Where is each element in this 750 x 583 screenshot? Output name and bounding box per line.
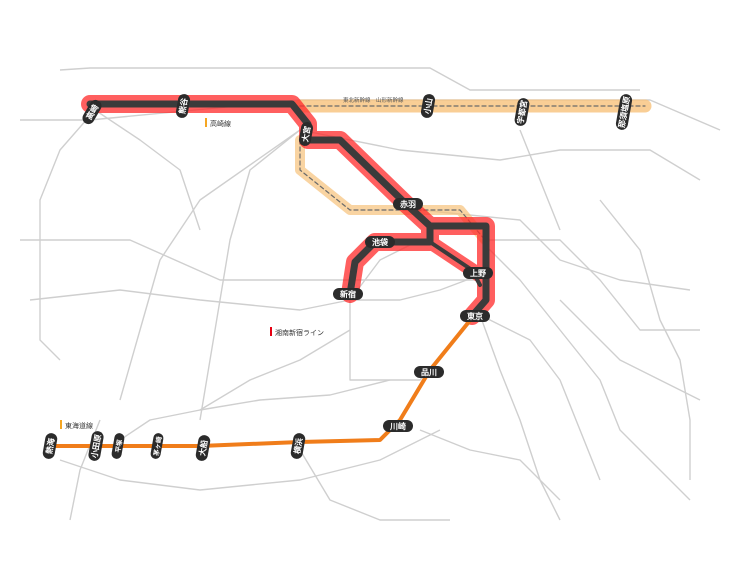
station-kawasaki[interactable]: 川崎 bbox=[383, 420, 413, 432]
svg-text:平塚: 平塚 bbox=[113, 438, 124, 453]
legend-tokaido: 東海道線 bbox=[60, 420, 93, 430]
station-nasushiobara[interactable]: 那須塩原 bbox=[615, 93, 633, 131]
svg-text:池袋: 池袋 bbox=[372, 237, 389, 247]
station-atami[interactable]: 熱海 bbox=[42, 432, 58, 460]
background-network bbox=[20, 67, 721, 521]
svg-text:大船: 大船 bbox=[197, 439, 210, 456]
svg-text:上野: 上野 bbox=[470, 268, 486, 278]
station-odawara[interactable]: 小田原 bbox=[87, 430, 104, 462]
svg-text:赤羽: 赤羽 bbox=[400, 199, 416, 209]
legend-takasaki-label: 高崎線 bbox=[210, 119, 231, 128]
svg-text:茅ヶ崎: 茅ヶ崎 bbox=[151, 435, 163, 456]
svg-text:東京: 東京 bbox=[467, 311, 483, 321]
station-hiratsuka[interactable]: 平塚 bbox=[111, 432, 125, 459]
station-oyama[interactable]: 小山 bbox=[420, 93, 436, 119]
legend-shonan-shinjuku: 湘南新宿ライン bbox=[270, 327, 324, 337]
station-ikebukuro[interactable]: 池袋 bbox=[365, 236, 395, 248]
svg-text:熊谷: 熊谷 bbox=[177, 96, 190, 114]
svg-text:新宿: 新宿 bbox=[340, 289, 356, 299]
legend-tokaido-label: 東海道線 bbox=[65, 421, 93, 430]
station-yokohama[interactable]: 横浜 bbox=[290, 432, 306, 460]
svg-text:品川: 品川 bbox=[421, 368, 437, 377]
svg-text:熱海: 熱海 bbox=[44, 437, 57, 454]
station-tokyo[interactable]: 東京 bbox=[460, 310, 490, 322]
legend-shonan-shinjuku-label: 湘南新宿ライン bbox=[275, 328, 324, 337]
station-utsunomiya[interactable]: 宇都宮 bbox=[514, 97, 531, 127]
svg-text:横浜: 横浜 bbox=[292, 437, 305, 454]
station-ueno[interactable]: 上野 bbox=[463, 267, 493, 279]
station-kumagaya[interactable]: 熊谷 bbox=[175, 93, 191, 119]
station-shinagawa[interactable]: 品川 bbox=[414, 366, 444, 378]
station-ofuna[interactable]: 大船 bbox=[195, 434, 211, 462]
svg-text:小山: 小山 bbox=[422, 97, 435, 115]
svg-text:大宮: 大宮 bbox=[300, 125, 313, 142]
station-chigasaki[interactable]: 茅ヶ崎 bbox=[150, 432, 164, 459]
svg-text:川崎: 川崎 bbox=[389, 421, 406, 431]
station-takasaki[interactable]: 高崎 bbox=[80, 98, 103, 127]
station-akabane[interactable]: 赤羽 bbox=[393, 198, 423, 210]
tokaido-line bbox=[48, 316, 474, 448]
svg-text:小田原: 小田原 bbox=[89, 433, 103, 459]
station-omiya[interactable]: 大宮 bbox=[298, 121, 314, 147]
svg-text:宇都宮: 宇都宮 bbox=[515, 99, 529, 124]
shinkansen-route-label: 東北新幹線 山形新幹線 bbox=[343, 96, 404, 104]
legend-takasaki: 高崎線 bbox=[205, 118, 231, 128]
station-shinjuku[interactable]: 新宿 bbox=[333, 288, 363, 300]
